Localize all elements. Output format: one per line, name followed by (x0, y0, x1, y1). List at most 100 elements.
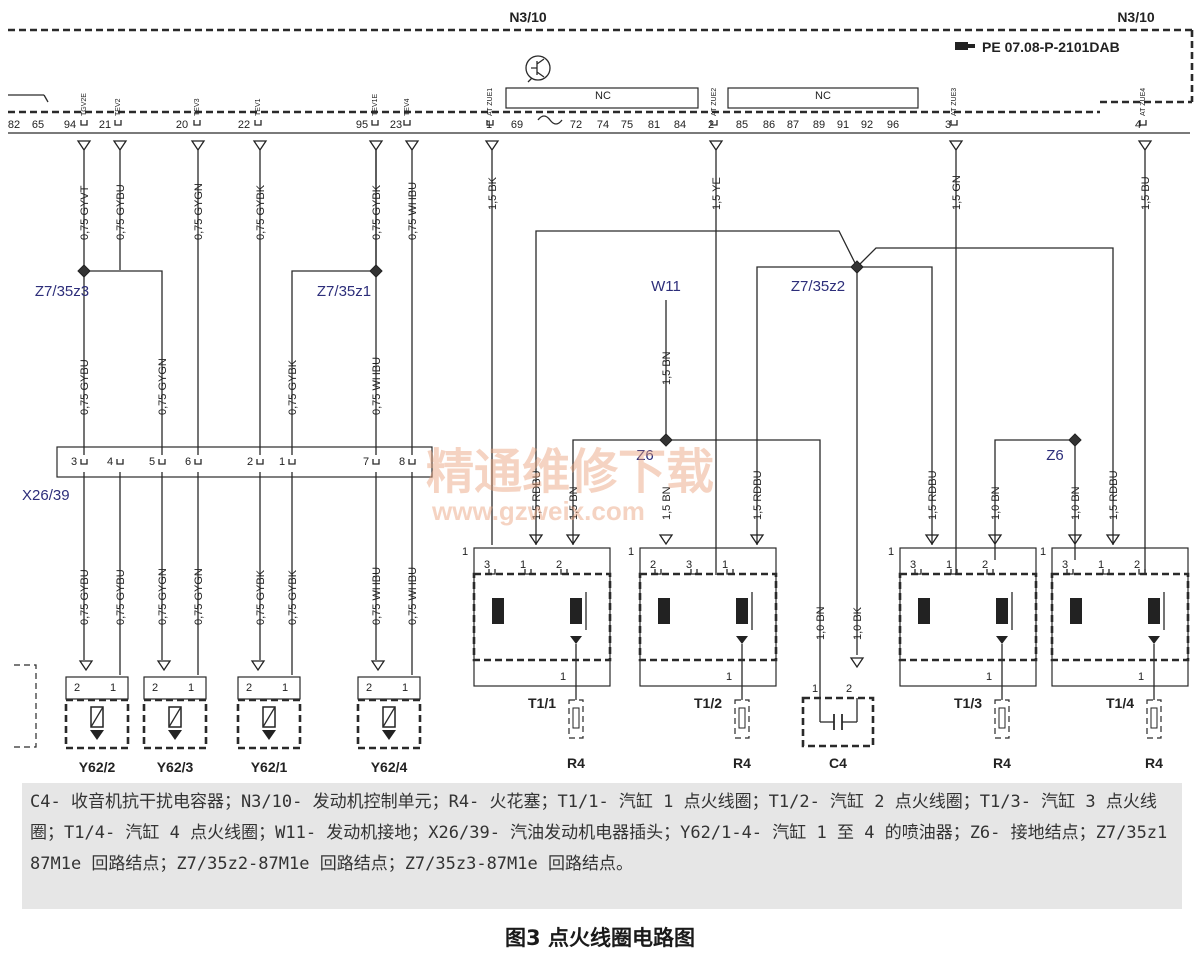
pin-contact-3 (254, 120, 262, 126)
injector-label: Y62/3 (157, 759, 194, 775)
ecu-pin-82: 82 (8, 119, 20, 131)
pin-contact-0 (80, 120, 88, 126)
ecu-coil-arrow (948, 140, 964, 152)
coil-label: T1/1 (528, 695, 556, 711)
pin-contact-9 (1139, 120, 1147, 126)
ecu-wire-arrow (404, 140, 420, 152)
injector-wire-mid-label: 0,75 WHBU (371, 357, 383, 415)
injector-coil-slash (382, 706, 396, 728)
coil-label: T1/3 (954, 695, 982, 711)
node-z7-35z2 (850, 260, 864, 274)
coil-diode (736, 636, 748, 644)
node-z6-upper (659, 433, 673, 447)
injector-coil-symbol (382, 706, 396, 728)
z2-wire-coil3 (857, 266, 933, 545)
coil-ecu-wire-label: 1,5 BK (487, 176, 499, 210)
legend-text: C4- 收音机抗干扰电容器；N3/10- 发动机控制单元；R4- 火花塞；T1/… (30, 792, 1168, 874)
coil-input-arrow (528, 534, 544, 546)
z2-wire-coil2 (756, 266, 857, 545)
spark-plug-electrode (1150, 707, 1158, 729)
capacitor-pin-2: 2 (846, 683, 852, 695)
capacitor-body (801, 696, 875, 748)
coil-top-contact (654, 569, 662, 575)
injector-coil-slash (90, 706, 104, 728)
capacitor-label: C4 (829, 755, 847, 771)
pointing-hand-icon (955, 42, 975, 50)
coil-output-pin: 1 (560, 671, 566, 683)
ecu-pin-74: 74 (597, 119, 609, 131)
spark-plug-label: R4 (993, 755, 1011, 771)
node-label-z6-lower: Z6 (1046, 447, 1064, 464)
node-label-w11: W11 (651, 278, 681, 295)
coil-input-arrow (1067, 534, 1083, 546)
injector-valve-symbol (168, 730, 182, 740)
coil-output-pin: 1 (726, 671, 732, 683)
injector-connector (357, 676, 421, 700)
ecu-pin-96: 96 (887, 119, 899, 131)
coil-lower-wire-label: 1,5 RDBU (531, 470, 543, 520)
spark-plug-electrode (572, 707, 580, 729)
coil-input-arrow (924, 534, 940, 546)
injector-pin-2: 2 (74, 682, 80, 694)
ecu-label-right: N3/10 (1117, 9, 1155, 25)
coil-top-pin: 1 (1098, 559, 1104, 571)
connector-contact-8 (408, 459, 416, 465)
connector-contact-5 (158, 459, 166, 465)
coil-top-pin: 3 (686, 559, 692, 571)
coil-top-contact (1066, 569, 1074, 575)
spark-plug-electrode (998, 707, 1006, 729)
coil-label: T1/4 (1106, 695, 1134, 711)
connector-pin-3: 3 (71, 456, 77, 468)
connector-contact-7 (372, 459, 380, 465)
coil-label: T1/2 (694, 695, 722, 711)
node-label-z7-35z2: Z7/35z2 (791, 278, 845, 295)
connector-pin-8: 8 (399, 456, 405, 468)
pin-header-4: TEV1E (372, 93, 379, 116)
injector-connector (65, 676, 129, 700)
ecu-pin-86: 86 (763, 119, 775, 131)
coil-lower-wire-label: 1,5 BN (661, 486, 673, 520)
coil-primary-winding (658, 598, 670, 624)
coil-top-contact (726, 569, 734, 575)
pin-contact-5 (403, 120, 411, 126)
injector-wire-top-label: 0,75 GYBK (255, 184, 267, 240)
coil-lower-wire-label: 1,5 RDBU (1108, 470, 1120, 520)
injector-arrow (78, 660, 94, 672)
z1-branch-wire (291, 270, 376, 455)
coil-top-pin: 3 (1062, 559, 1068, 571)
injector-pin-1: 1 (282, 682, 288, 694)
spark-plug-0: R4 (567, 688, 585, 771)
coil-top-pin: 2 (1134, 559, 1140, 571)
c4-wire-label-bk: 1,0 BK (852, 606, 864, 640)
ecu-pin-87: 87 (787, 119, 799, 131)
injector-pin-2: 2 (152, 682, 158, 694)
coil-corner-pin: 1 (628, 546, 634, 558)
pin-contact-2 (193, 120, 201, 126)
w11-wire-label: 1,5 BN (661, 351, 673, 385)
coil-top-pin: 2 (650, 559, 656, 571)
ecu-pin-65: 65 (32, 119, 44, 131)
injector-wire-top-label: 0,75 WHBU (407, 182, 419, 240)
ecu-coil-arrow (484, 140, 500, 152)
injector-arrow (250, 660, 266, 672)
coil-lower-wire-label: 1,0 BN (990, 486, 1002, 520)
node-label-z7-35z1: Z7/35z1 (317, 283, 371, 300)
pin-header-9: AT ZUE4 (1140, 88, 1147, 116)
connector-pin-2: 2 (247, 456, 253, 468)
watermark: 精通维修下载 www.gzweix.com (426, 446, 714, 526)
ecu-wire-arrow (368, 140, 384, 152)
connector-label-x26-39: X26/39 (22, 487, 70, 504)
injector-coil-slash (168, 706, 182, 728)
ecu-boundary (8, 28, 1194, 134)
injector-coil-symbol (262, 706, 276, 728)
connector-contact-6 (194, 459, 202, 465)
pin-header-8: AT ZUE3 (951, 88, 958, 116)
spark-plug-label: R4 (567, 755, 585, 771)
coil-top-pin: 1 (520, 559, 526, 571)
